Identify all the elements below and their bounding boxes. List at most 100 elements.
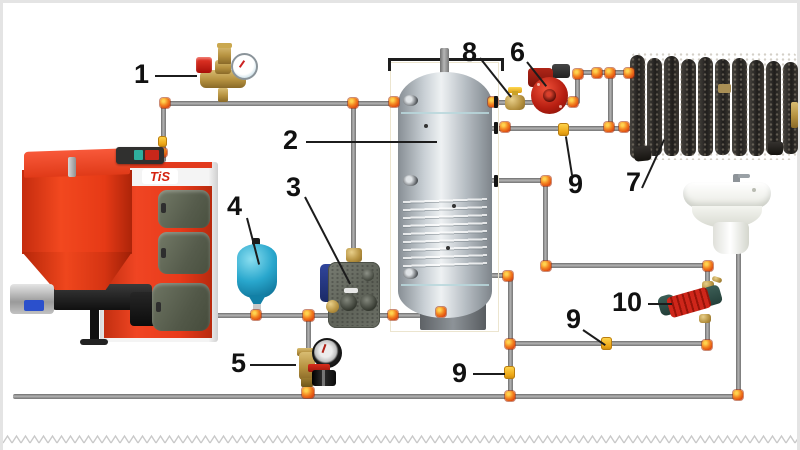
elbow-fitting bbox=[702, 340, 712, 350]
tank-dot bbox=[446, 246, 450, 250]
radiator-foot bbox=[768, 142, 783, 155]
tee-fitting bbox=[605, 68, 615, 78]
safety-group-stem bbox=[218, 88, 228, 102]
sink-basin bbox=[683, 182, 771, 208]
coupler-fitting bbox=[568, 97, 578, 107]
tank-dot bbox=[452, 204, 456, 208]
leader-5 bbox=[250, 364, 296, 366]
expansion-tank-nipple bbox=[252, 238, 260, 246]
coupler-fitting bbox=[388, 310, 398, 320]
pressure-gauge bbox=[231, 53, 258, 80]
callout-8: 8 bbox=[462, 37, 478, 67]
callout-3: 3 bbox=[286, 172, 302, 202]
door-latch bbox=[161, 203, 166, 213]
valve-9-radiator-return bbox=[558, 123, 569, 136]
pipe-valve8-to-pump bbox=[522, 100, 534, 105]
leader-2 bbox=[306, 141, 437, 143]
tank-seam-top bbox=[401, 112, 489, 114]
pumpgroup-union-front bbox=[340, 294, 357, 311]
radiator-side-valve bbox=[791, 102, 798, 128]
tank-coil bbox=[403, 196, 487, 270]
pipe-tank-drain-riser bbox=[508, 275, 513, 396]
pump6-terminal-box bbox=[552, 64, 570, 78]
pump10-union-top bbox=[702, 281, 714, 290]
pumpgroup-brass-port bbox=[326, 300, 339, 313]
valve8-body bbox=[505, 95, 525, 110]
air-vent bbox=[218, 46, 231, 64]
motor-capacitor bbox=[24, 300, 44, 311]
valve8-stem bbox=[512, 91, 518, 97]
tank-port-tick bbox=[494, 122, 498, 134]
hopper-lid bbox=[24, 148, 130, 178]
hopper-latch bbox=[68, 157, 76, 177]
tank-port-tick bbox=[494, 96, 498, 108]
controller-display bbox=[145, 150, 159, 160]
pipe-boiler-riser bbox=[161, 106, 166, 162]
top-border bbox=[0, 0, 800, 3]
tank-vent-stub bbox=[440, 48, 449, 74]
left-border bbox=[0, 0, 3, 450]
coupler-fitting bbox=[592, 68, 602, 78]
elbow-fitting bbox=[733, 390, 743, 400]
callout-1: 1 bbox=[134, 59, 150, 89]
leader-9-drain bbox=[473, 373, 505, 375]
pump6-center-cap bbox=[543, 89, 556, 102]
elbow-fitting bbox=[703, 261, 713, 271]
elbow-fitting bbox=[541, 261, 551, 271]
coupler-fitting bbox=[389, 97, 399, 107]
tank-dot bbox=[424, 124, 428, 128]
tank-body bbox=[398, 72, 492, 318]
pumpgroup-logo-chip bbox=[344, 288, 358, 293]
radiator-section bbox=[749, 60, 764, 156]
elbow-fitting bbox=[541, 176, 551, 186]
auger-foot bbox=[80, 339, 108, 345]
tank-port-tick bbox=[494, 175, 498, 187]
radiator-section bbox=[715, 59, 730, 155]
coupler-fitting bbox=[624, 68, 634, 78]
tee-fitting bbox=[348, 98, 358, 108]
callout-10: 10 bbox=[612, 287, 643, 317]
torn-edge-zigzag bbox=[3, 434, 797, 446]
tee-fitting bbox=[505, 339, 515, 349]
pumpgroup-top-union bbox=[346, 248, 362, 262]
pipe-pump10-bottom bbox=[705, 314, 710, 346]
pumpgroup-union-front bbox=[360, 294, 377, 311]
boiler-door-top bbox=[158, 190, 210, 228]
reducer-body bbox=[299, 352, 315, 380]
reducer-red-band bbox=[308, 364, 330, 372]
reducer-knob-slit bbox=[322, 370, 325, 386]
leader-10 bbox=[648, 303, 672, 305]
callout-9-radiator: 9 bbox=[568, 169, 584, 199]
callout-6: 6 bbox=[510, 37, 526, 67]
pipe-pump10-top bbox=[705, 266, 710, 290]
radiator-section bbox=[766, 61, 781, 155]
pipe-top-supply bbox=[163, 101, 400, 106]
reducer-gauge bbox=[312, 338, 342, 368]
pipe-radiator-bypass bbox=[608, 74, 613, 129]
elbow-fitting bbox=[436, 307, 446, 317]
callout-9-recirc: 9 bbox=[566, 304, 582, 334]
radiator-section bbox=[630, 55, 645, 159]
pipe-tank-mid-stub bbox=[491, 178, 548, 183]
pipe-mid-drop bbox=[543, 181, 548, 267]
callout-4: 4 bbox=[227, 191, 243, 221]
tank-bracket-end bbox=[501, 58, 504, 71]
callout-9-drain: 9 bbox=[452, 358, 468, 388]
boiler-riser-valve bbox=[158, 136, 167, 147]
controller-screen bbox=[134, 150, 143, 160]
door-latch bbox=[161, 248, 166, 258]
radiator-section bbox=[664, 56, 679, 156]
valve8-handle bbox=[508, 87, 522, 93]
elbow-fitting bbox=[160, 98, 170, 108]
cross-fitting bbox=[303, 310, 314, 321]
tee-fitting bbox=[251, 310, 261, 320]
fuel-hopper bbox=[22, 170, 132, 254]
radiator-section bbox=[783, 62, 798, 154]
right-border bbox=[797, 0, 800, 450]
leader-1 bbox=[155, 75, 197, 77]
radiator-section bbox=[698, 57, 713, 156]
pipe-drop-to-pumpgroup bbox=[351, 104, 356, 260]
air-vent-cap bbox=[217, 43, 232, 48]
pipe-tank-lower-stub bbox=[491, 273, 511, 278]
